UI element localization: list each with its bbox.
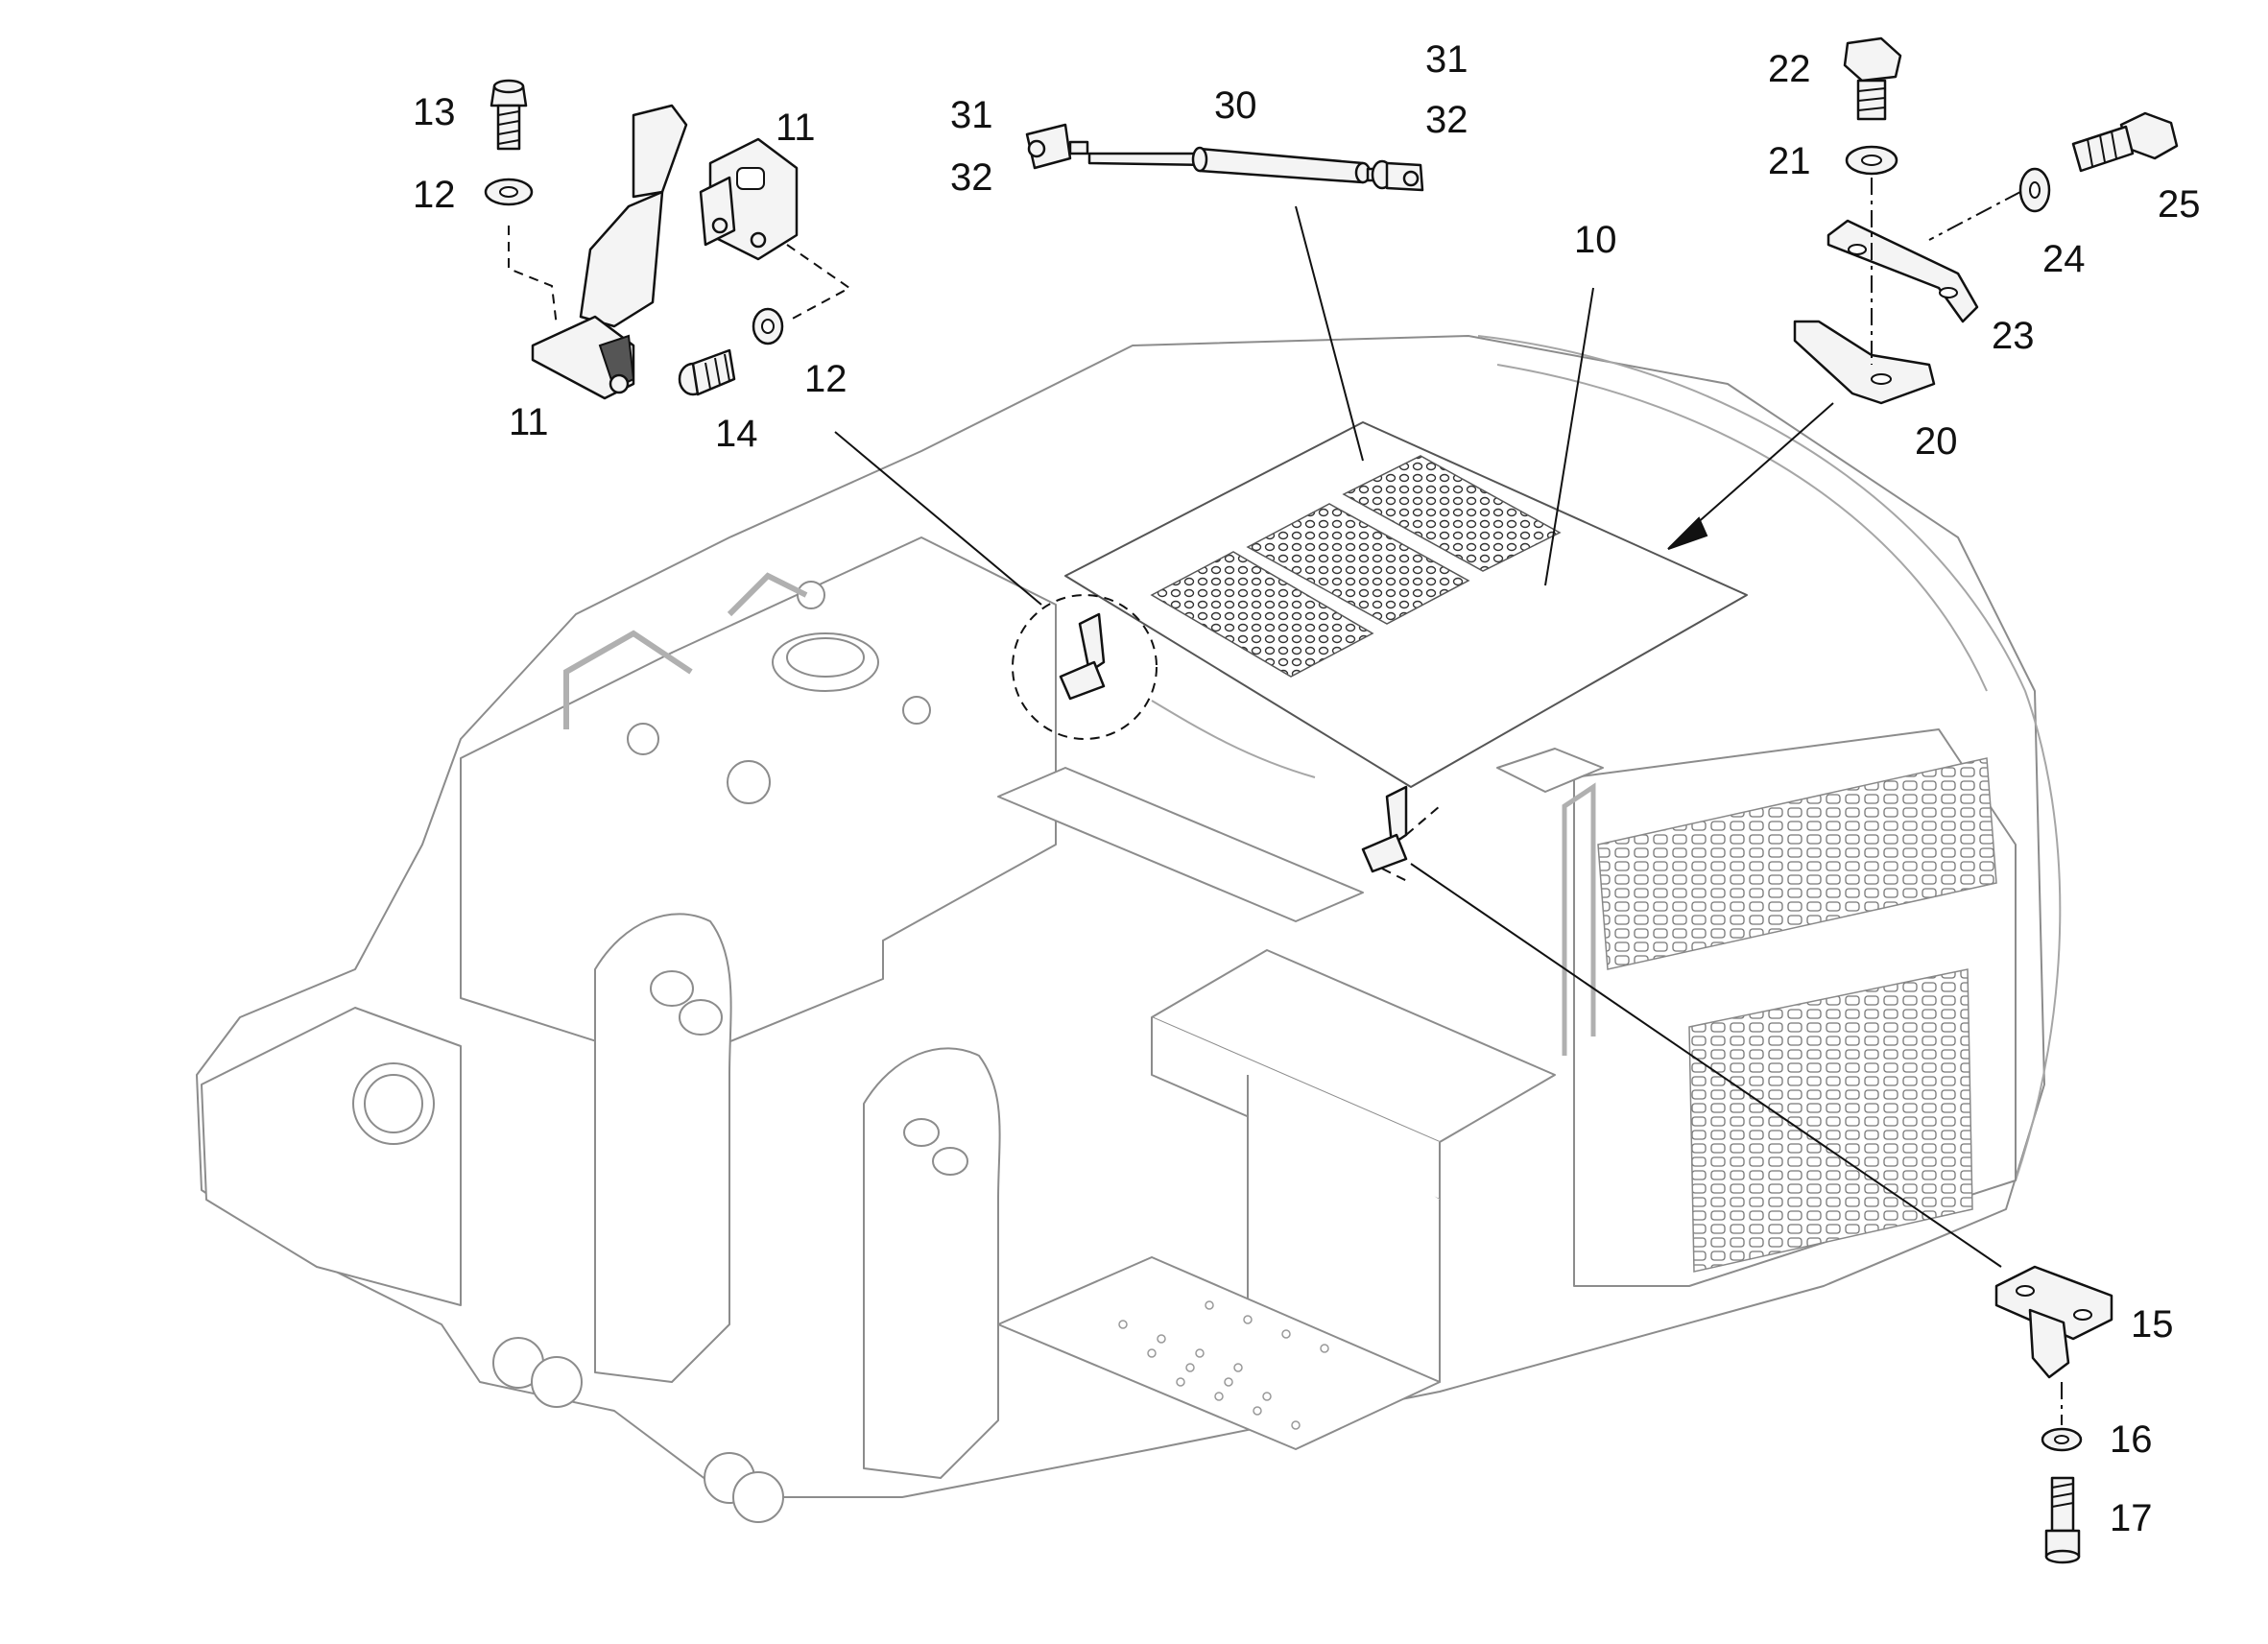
callout-20: 20: [1915, 420, 1958, 463]
leader-15: [1410, 863, 2002, 1268]
part-16-washer: [2041, 1427, 2083, 1452]
callout-12: 12: [804, 358, 848, 400]
part-14-screw: [678, 348, 736, 396]
callout-25: 25: [2158, 183, 2201, 226]
callout-11: 11: [509, 401, 549, 443]
part-24-washer: [2018, 167, 2051, 213]
leader-lines: [834, 205, 2002, 1268]
callout-16: 16: [2110, 1418, 2153, 1461]
machine-upper-structure: [196, 335, 2062, 1523]
callout-31: 31: [950, 94, 993, 136]
assembly-line-latch-right: [1381, 805, 1441, 884]
callout-11: 11: [776, 107, 816, 149]
callout-32: 32: [1425, 99, 1468, 141]
callout-24: 24: [2042, 238, 2086, 280]
latch-installed-right: [1361, 785, 1408, 873]
part-11-latch-catch: [699, 137, 799, 261]
part-12-washer: [484, 178, 534, 206]
part-25-hex-bolt: [2071, 111, 2179, 173]
part-20-mounting-bracket: [1793, 320, 1936, 405]
part-31-32-end-fitting-right: [1366, 159, 1424, 192]
part-22-hex-bolt: [1843, 36, 1902, 121]
callout-13: 13: [413, 91, 456, 133]
part-11-latch-hook: [531, 104, 688, 400]
assembly-line-25: [1928, 191, 2021, 241]
callout-10: 10: [1574, 219, 1617, 261]
part-13-socket-screw: [489, 79, 528, 151]
part-23-strap-bracket: [1826, 219, 1979, 323]
callout-17: 17: [2110, 1497, 2153, 1539]
part-21-washer: [1845, 145, 1898, 176]
callout-31: 31: [1425, 38, 1468, 81]
callout-15: 15: [2131, 1303, 2174, 1346]
callout-32: 32: [950, 156, 993, 199]
part-12-washer-right: [752, 307, 784, 345]
leader-11-to-installation: [834, 431, 1042, 606]
assembly-line-14: [786, 244, 851, 322]
callout-14: 14: [715, 413, 758, 455]
part-15-catch-plate: [1994, 1265, 2113, 1379]
callout-23: 23: [1992, 315, 2035, 357]
arrow-head-20: [1667, 516, 1708, 550]
part-31-32-end-fitting-left: [1025, 123, 1089, 170]
latch-installed-left: [1059, 612, 1106, 701]
callout-22: 22: [1768, 48, 1811, 90]
callout-30: 30: [1214, 84, 1257, 127]
leader-30: [1295, 205, 1364, 462]
callout-12: 12: [413, 174, 456, 216]
assembly-line-13: [508, 226, 558, 327]
part-30-gas-spring: [1087, 146, 1372, 184]
callout-21: 21: [1768, 140, 1811, 182]
leader-10: [1544, 287, 1594, 586]
part-17-socket-screw: [2044, 1476, 2081, 1564]
detail-circle: [1012, 594, 1158, 740]
